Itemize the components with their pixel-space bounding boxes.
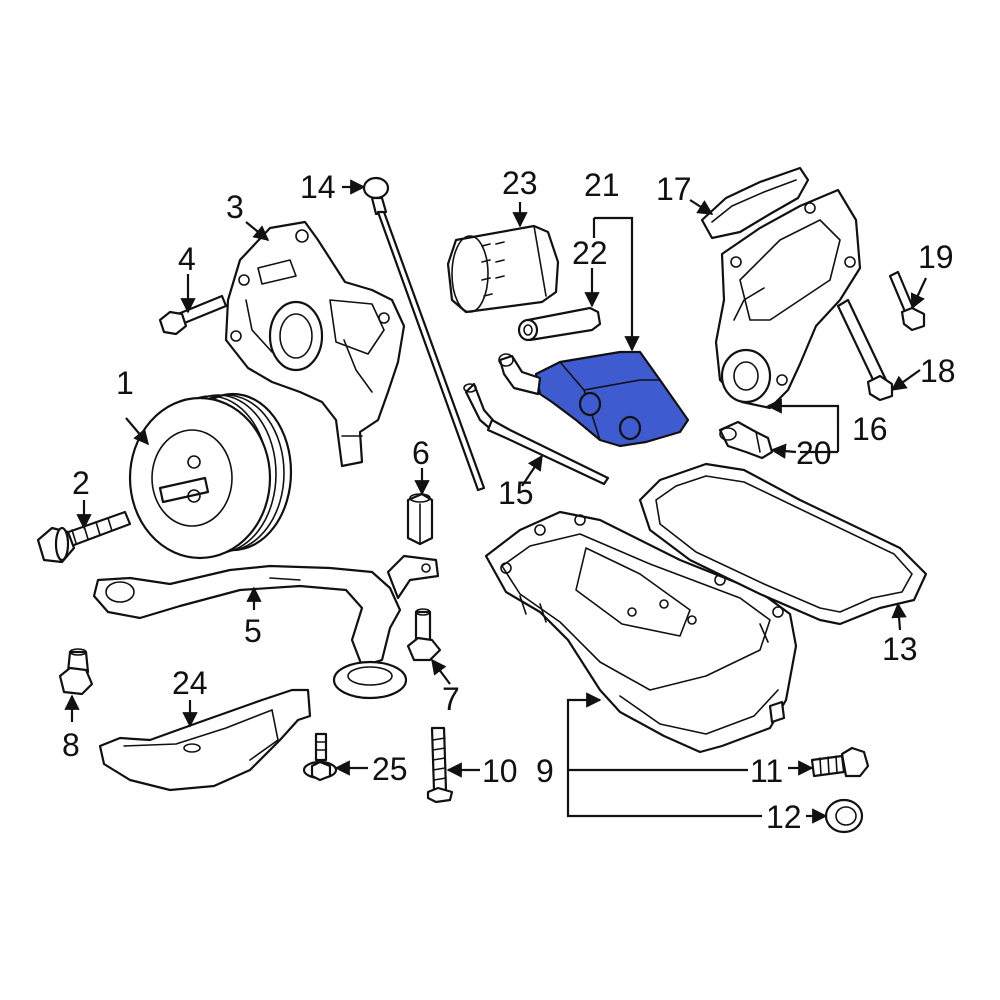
callout-8: 8 — [62, 727, 80, 763]
part-4-pump-bolt[interactable] — [158, 294, 228, 336]
part-12-washer[interactable] — [824, 798, 864, 834]
part-25-shield-bolt[interactable] — [302, 732, 338, 782]
callout-7: 7 — [442, 681, 460, 717]
callout-2: 2 — [72, 465, 90, 501]
callout-16: 16 — [852, 411, 888, 447]
callout-6: 6 — [412, 435, 430, 471]
callout-17: 17 — [656, 171, 692, 207]
part-10-long-bolt[interactable] — [426, 726, 454, 804]
callout-14: 14 — [300, 169, 336, 205]
part-14-dipstick[interactable] — [362, 176, 486, 492]
callout-20: 20 — [796, 435, 832, 471]
part-2-pulley-bolt[interactable] — [36, 510, 132, 564]
part-1-crank-pulley[interactable] — [128, 392, 293, 560]
callout-21: 21 — [584, 167, 620, 203]
callout-1: 1 — [116, 365, 134, 401]
part-22-cooler-bolt[interactable] — [517, 306, 602, 342]
part-16-timing-cover[interactable] — [714, 188, 862, 410]
callout-5: 5 — [244, 613, 262, 649]
part-8-sensor[interactable] — [58, 648, 94, 696]
part-17-cover-gasket[interactable] — [700, 166, 810, 240]
part-9-oil-pan[interactable] — [484, 510, 798, 754]
callout-18: 18 — [920, 353, 956, 389]
part-5-pickup-tube[interactable] — [92, 554, 440, 700]
part-21-oil-cooler[interactable] — [498, 350, 690, 448]
part-15-dipstick-tube[interactable] — [463, 382, 610, 486]
part-18-cover-bolt[interactable] — [836, 298, 894, 402]
callout-3: 3 — [226, 189, 244, 225]
callout-9: 9 — [536, 753, 554, 789]
callout-19: 19 — [918, 239, 954, 275]
callout-23: 23 — [502, 165, 538, 201]
callout-4: 4 — [178, 241, 196, 277]
callout-15: 15 — [498, 475, 534, 511]
callout-11: 11 — [750, 753, 783, 789]
part-3-oil-pump[interactable] — [224, 220, 406, 468]
part-19-bolt[interactable] — [888, 270, 926, 332]
callout-12: 12 — [766, 799, 802, 835]
part-20-pressure-sensor[interactable] — [718, 420, 774, 460]
callout-labels: 1 2 3 4 5 6 7 8 9 10 11 12 13 14 15 16 1… — [62, 165, 956, 835]
callout-22: 22 — [572, 235, 608, 271]
part-11-drain-plug[interactable] — [810, 746, 870, 778]
callout-24: 24 — [172, 665, 208, 701]
callout-25: 25 — [372, 751, 408, 787]
part-23-oil-filter[interactable] — [446, 224, 560, 314]
part-7-stud-bolt[interactable] — [406, 608, 442, 662]
leader-lines — [64, 179, 927, 824]
part-13-pan-gasket[interactable] — [638, 462, 928, 626]
callout-10: 10 — [482, 753, 518, 789]
part-6-spacer[interactable] — [406, 492, 434, 546]
callout-13: 13 — [882, 631, 918, 667]
part-24-shield[interactable] — [98, 688, 312, 792]
